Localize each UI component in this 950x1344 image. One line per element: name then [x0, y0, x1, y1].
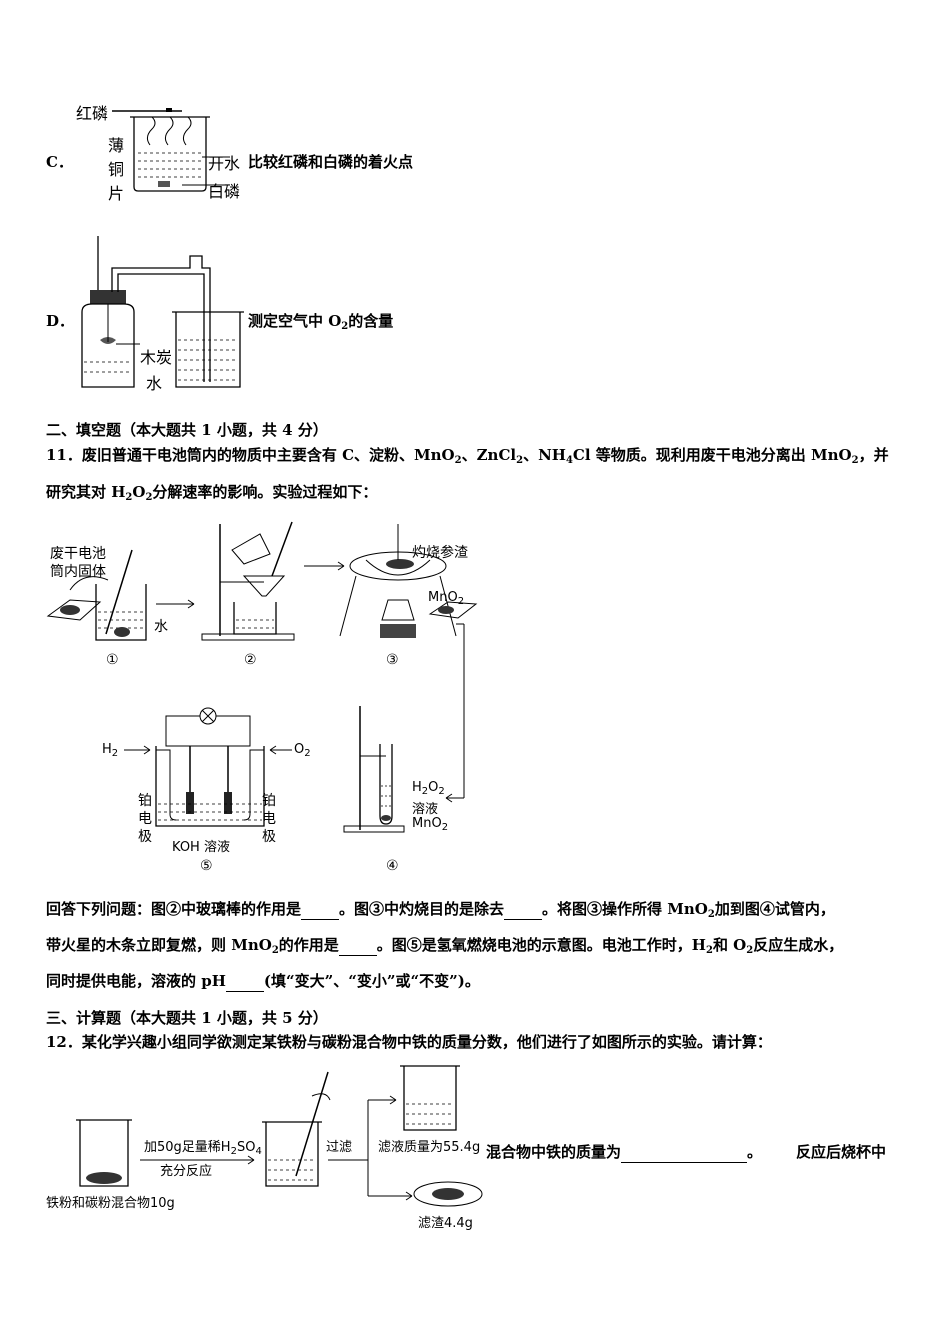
section-2-heading: 二、填空题（本大题共 1 小题，共 4 分） — [46, 421, 328, 439]
fig-h2o2-label: H2O2 — [412, 780, 445, 797]
q11-answer-line2: 带火星的木条立即复燃，则 MnO2的作用是 。图⑤是氢氧燃烧电池的示意图。电池工… — [46, 935, 844, 956]
fig-step1-number: ① — [106, 652, 119, 668]
q11-answer-line1: 回答下列问题：图②中玻璃棒的作用是 。图③中灼烧目的是除去 。将图③操作所得 M… — [46, 899, 835, 920]
fig-step1-label-top: 废干电池 — [50, 546, 106, 562]
q12-beaker-text: 反应后烧杯中 — [796, 1143, 887, 1161]
blank-3[interactable] — [338, 935, 377, 956]
blank-1[interactable] — [301, 899, 340, 920]
q11-experiment-figure — [44, 520, 484, 880]
copper-label: 铜 — [108, 160, 125, 179]
q12-filtrate-label: 滤液质量为55.4g — [378, 1140, 481, 1155]
q12-residue-label: 滤渣4.4g — [418, 1216, 473, 1231]
q12-filter-label: 过滤 — [326, 1140, 353, 1155]
option-d-caption: 测定空气中 O2的含量 — [248, 312, 394, 332]
blank-4[interactable] — [225, 971, 264, 992]
q12-line1: 12．某化学兴趣小组同学欲测定某铁粉与碳粉混合物中铁的质量分数，他们进行了如图所… — [46, 1033, 772, 1051]
fig-pt-left-1: 铂 — [138, 793, 152, 809]
fig-step3-number: ③ — [386, 652, 399, 668]
q12-reagent-label: 加50g足量稀H2SO4 — [144, 1140, 262, 1157]
section-3-heading: 三、计算题（本大题共 1 小题，共 5 分） — [46, 1009, 328, 1027]
fig-pt-right-2: 电 — [262, 811, 276, 827]
q12-iron-mass-text: 混合物中铁的质量为 。 — [486, 1142, 763, 1163]
water-label: 水 — [146, 374, 163, 393]
option-c-letter: C． — [46, 153, 73, 171]
q11-line1: 11．废旧普通干电池筒内的物质中主要含有 C、淀粉、MnO2、ZnCl2、NH4… — [46, 446, 889, 466]
q12-mixture-label: 铁粉和碳粉混合物10g — [46, 1196, 175, 1211]
q11-line2: 研究其对 H2O2分解速率的影响。实验过程如下： — [46, 483, 378, 503]
fig-koh-label: KOH 溶液 — [172, 840, 230, 855]
fig-o2-label: O2 — [294, 742, 311, 759]
fig-pt-right-1: 铂 — [262, 793, 276, 809]
fig-burn-label: 灼烧参渣 — [412, 545, 468, 561]
oxygen-measurement-apparatus-illustration — [72, 232, 252, 397]
fig-water-label: 水 — [154, 619, 168, 635]
blank-iron-mass[interactable] — [621, 1142, 748, 1163]
boiling-water-label: 开水 — [208, 154, 241, 173]
fig-step2-number: ② — [244, 652, 257, 668]
fig-pt-left-3: 极 — [138, 829, 152, 845]
fig-pt-left-2: 电 — [138, 811, 152, 827]
charcoal-label: 木炭 — [140, 348, 173, 367]
option-d-letter: D． — [46, 312, 75, 330]
red-phosphorus-label: 红磷 — [76, 104, 109, 123]
fig-step1-label-bottom: 筒内固体 — [50, 564, 106, 580]
q12-react-label: 充分反应 — [160, 1164, 213, 1179]
blank-2[interactable] — [504, 899, 543, 920]
fig-solution-label: 溶液 — [412, 802, 439, 817]
sheet-label: 片 — [108, 184, 125, 203]
q12-experiment-figure — [44, 1060, 484, 1235]
white-phosphorus-label: 白磷 — [208, 182, 241, 201]
fig-step5-number: ⑤ — [200, 858, 213, 874]
fig-mno2-tube-label: MnO2 — [412, 816, 449, 833]
fig-pt-right-3: 极 — [262, 829, 276, 845]
option-c-caption: 比较红磷和白磷的着火点 — [248, 153, 414, 171]
q11-answer-line3: 同时提供电能，溶液的 pH (填“变大”、“变小”或“不变”)。 — [46, 971, 480, 992]
fig-step4-number: ④ — [386, 858, 399, 874]
thin-label: 薄 — [108, 136, 125, 155]
phosphorus-apparatus-illustration — [70, 108, 250, 205]
fig-h2-label: H2 — [102, 742, 119, 759]
fig-mno2-label: MnO2 — [428, 590, 465, 607]
